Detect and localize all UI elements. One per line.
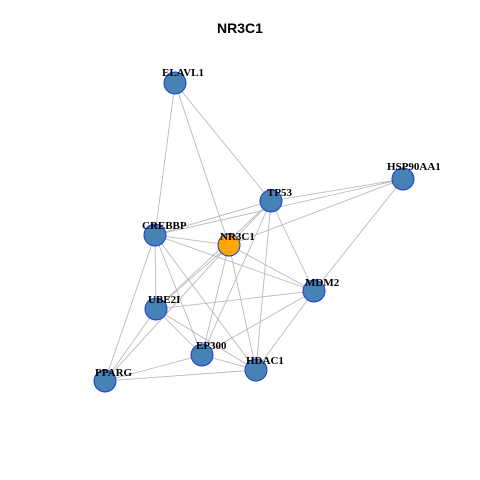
edge-crebbp-hdac1 [154, 234, 257, 371]
node-pparg[interactable] [93, 369, 117, 393]
edge-nr3c1-mdm2 [228, 244, 315, 292]
edge-ube2i-pparg [104, 308, 157, 382]
edge-ube2i-hdac1 [155, 308, 257, 371]
node-hdac1[interactable] [244, 358, 268, 382]
edge-crebbp-ube2i [154, 234, 157, 310]
edge-nr3c1-pparg [104, 244, 230, 382]
node-label-nr3c1: NR3C1 [220, 231, 255, 243]
node-crebbp[interactable] [143, 223, 167, 247]
node-tp53[interactable] [259, 189, 283, 213]
node-label-ube2i: UBE2I [148, 294, 180, 306]
node-label-hsp90aa1: HSP90AA1 [387, 161, 441, 173]
edge-nr3c1-hdac1 [228, 244, 257, 371]
edge-crebbp-mdm2 [154, 234, 315, 292]
edge-tp53-ube2i [155, 200, 272, 310]
edge-crebbp-pparg [104, 234, 156, 382]
edge-tp53-crebbp [154, 200, 272, 236]
node-label-elavl1: ELAVL1 [162, 67, 204, 79]
node-label-tp53: TP53 [267, 187, 293, 199]
edge-nr3c1-ep300 [201, 244, 230, 356]
edge-mdm2-hdac1 [255, 290, 315, 371]
edge-layer [104, 82, 404, 382]
edge-nr3c1-ube2i [155, 244, 230, 310]
edge-tp53-hsp90aa1 [270, 178, 404, 202]
edge-tp53-hdac1 [255, 200, 272, 371]
node-label-pparg: PPARG [95, 367, 133, 379]
node-label-hdac1: HDAC1 [246, 355, 284, 367]
edge-ep300-pparg [104, 354, 203, 382]
node-hsp90aa1[interactable] [391, 167, 415, 191]
node-elavl1[interactable] [163, 71, 187, 95]
edge-elavl1-nr3c1 [174, 82, 230, 246]
node-label-mdm2: MDM2 [305, 277, 340, 289]
edge-elavl1-tp53 [174, 82, 272, 202]
edge-mdm2-ube2i [155, 290, 315, 310]
edge-mdm2-ep300 [201, 290, 315, 356]
node-mdm2[interactable] [302, 279, 326, 303]
node-label-crebbp: CREBBP [142, 220, 187, 232]
node-nr3c1[interactable] [217, 233, 241, 257]
node-ep300[interactable] [190, 343, 214, 367]
edge-crebbp-nr3c1 [154, 234, 230, 246]
edge-tp53-mdm2 [270, 200, 315, 292]
node-layer [93, 71, 415, 393]
edge-hsp90aa1-mdm2 [313, 178, 404, 292]
edge-crebbp-ep300 [154, 234, 203, 356]
edge-hsp90aa1-nr3c1 [228, 178, 404, 246]
edge-hdac1-pparg [104, 369, 257, 382]
node-ube2i[interactable] [144, 297, 168, 321]
edge-elavl1-crebbp [154, 82, 176, 236]
node-label-ep300: EP300 [196, 340, 227, 352]
diagram-title: NR3C1 [217, 20, 263, 36]
